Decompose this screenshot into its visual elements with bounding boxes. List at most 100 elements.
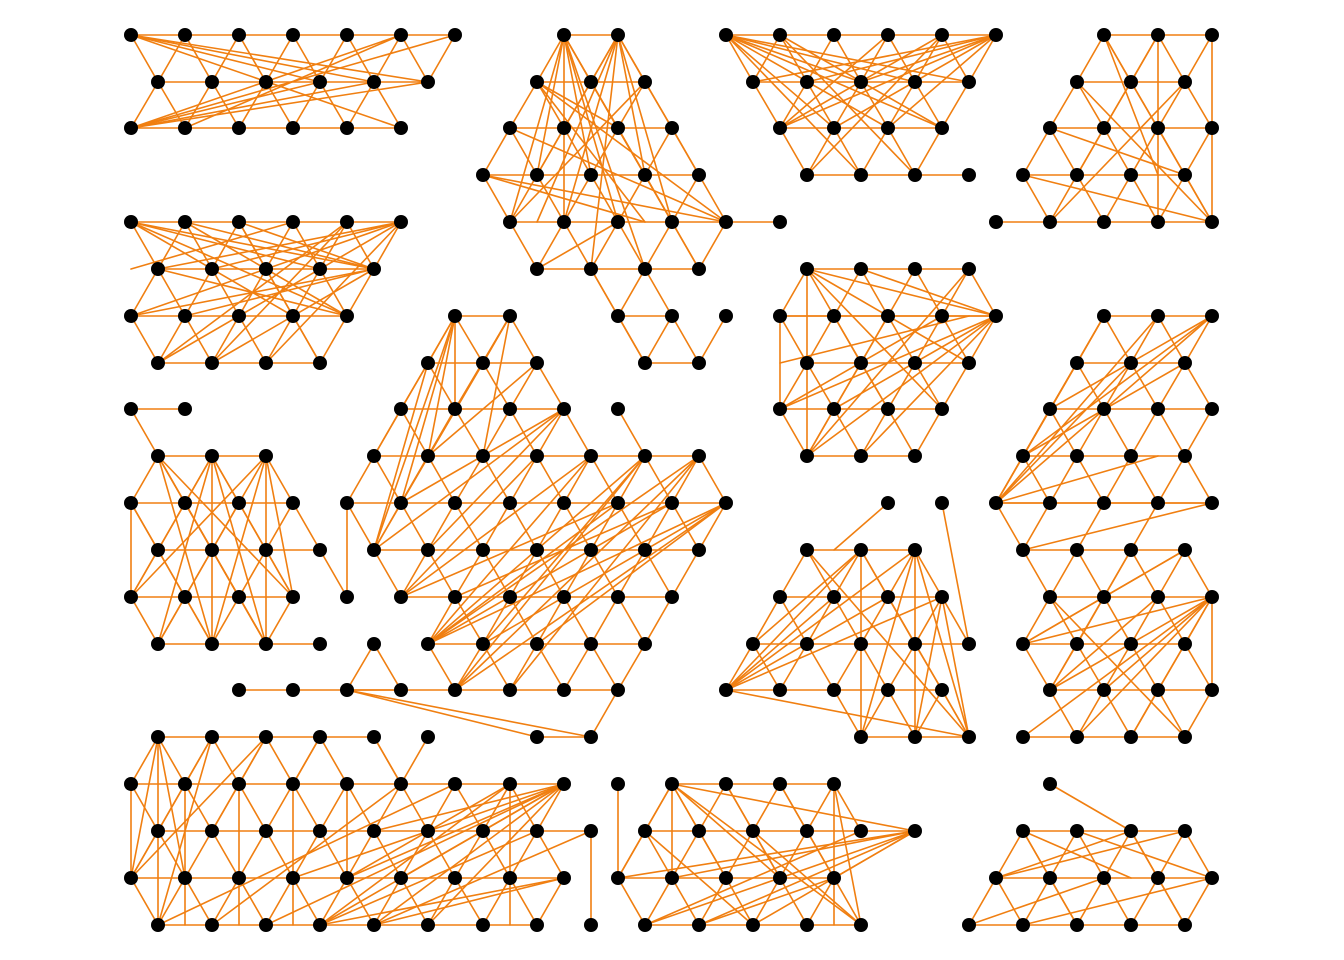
graph-node bbox=[584, 168, 598, 182]
graph-node bbox=[773, 215, 787, 229]
graph-edge bbox=[482, 549, 511, 598]
graph-node bbox=[1097, 871, 1111, 885]
graph-node bbox=[719, 28, 733, 42]
graph-node bbox=[448, 496, 462, 510]
graph-node bbox=[557, 215, 571, 229]
graph-edge bbox=[779, 549, 808, 598]
graph-node bbox=[827, 590, 841, 604]
graph-edge bbox=[644, 127, 673, 176]
graph-node bbox=[476, 637, 490, 651]
graph-node bbox=[1097, 121, 1111, 135]
graph-edge bbox=[482, 315, 511, 457]
graph-node bbox=[151, 637, 165, 651]
graph-node bbox=[908, 824, 922, 838]
graph-edge bbox=[1184, 81, 1213, 129]
graph-edge bbox=[1103, 315, 1132, 364]
graph-node bbox=[232, 590, 246, 604]
graph-edge bbox=[698, 221, 727, 270]
graph-edge bbox=[427, 362, 538, 457]
graph-edge bbox=[292, 877, 321, 926]
graph-node bbox=[854, 262, 868, 276]
graph-node bbox=[962, 168, 976, 182]
graph-node bbox=[611, 496, 625, 510]
graph-node bbox=[908, 730, 922, 744]
graph-edge bbox=[1022, 596, 1213, 645]
graph-node bbox=[178, 402, 192, 416]
graph-edge bbox=[914, 596, 943, 645]
graph-edge bbox=[130, 877, 159, 926]
graph-node bbox=[638, 449, 652, 463]
graph-node bbox=[448, 28, 462, 42]
graph-edge bbox=[1157, 408, 1186, 457]
graph-edge bbox=[941, 362, 970, 410]
graph-node bbox=[205, 449, 219, 463]
graph-edge bbox=[536, 362, 565, 410]
graph-node bbox=[827, 121, 841, 135]
graph-node bbox=[340, 496, 354, 510]
graph-node bbox=[205, 730, 219, 744]
graph-edge bbox=[752, 34, 997, 83]
graph-node bbox=[962, 918, 976, 932]
graph-edge bbox=[806, 877, 835, 926]
graph-node bbox=[1016, 449, 1030, 463]
graph-node bbox=[584, 449, 598, 463]
graph-edge bbox=[1103, 830, 1132, 879]
graph-node bbox=[503, 496, 517, 510]
graph-edge bbox=[1157, 34, 1186, 83]
graph-node bbox=[1205, 683, 1219, 697]
graph-edge bbox=[995, 502, 1024, 551]
graph-edge bbox=[887, 34, 997, 129]
graph-node bbox=[178, 590, 192, 604]
graph-edge bbox=[346, 268, 375, 317]
graph-node bbox=[611, 871, 625, 885]
graph-edge bbox=[482, 643, 511, 691]
graph-edge bbox=[914, 81, 943, 129]
graph-edge bbox=[373, 830, 592, 926]
graph-edge bbox=[346, 783, 565, 879]
graph-edge bbox=[752, 549, 862, 645]
graph-node bbox=[421, 730, 435, 744]
graph-node bbox=[448, 683, 462, 697]
graph-node bbox=[151, 730, 165, 744]
graph-edge bbox=[725, 34, 754, 83]
graph-node bbox=[178, 215, 192, 229]
graph-node bbox=[557, 402, 571, 416]
graph-edge bbox=[319, 877, 348, 926]
graph-edge bbox=[509, 127, 727, 223]
graph-edge bbox=[671, 830, 700, 879]
graph-edge bbox=[346, 689, 538, 738]
graph-node bbox=[1124, 637, 1138, 651]
graph-node bbox=[638, 356, 652, 370]
graph-edge bbox=[346, 502, 375, 551]
graph-node bbox=[286, 496, 300, 510]
graph-edge bbox=[238, 455, 267, 504]
graph-node bbox=[124, 402, 138, 416]
graph-edge bbox=[373, 643, 402, 691]
graph-node bbox=[1043, 871, 1057, 885]
graph-edge bbox=[1103, 34, 1159, 176]
graph-edge bbox=[130, 34, 429, 83]
graph-node bbox=[1124, 168, 1138, 182]
graph-edge bbox=[671, 549, 700, 598]
graph-node bbox=[394, 777, 408, 791]
graph-node bbox=[746, 824, 760, 838]
graph-edge bbox=[725, 549, 862, 691]
graph-edge bbox=[427, 502, 673, 645]
graph-node bbox=[394, 28, 408, 42]
graph-edge bbox=[238, 877, 267, 926]
graph-node bbox=[1124, 75, 1138, 89]
graph-node bbox=[421, 637, 435, 651]
graph-edge bbox=[346, 81, 375, 129]
graph-edge bbox=[130, 455, 159, 504]
graph-edge bbox=[130, 315, 159, 364]
graph-edge bbox=[400, 315, 456, 504]
graph-edge bbox=[427, 502, 619, 645]
graph-edge bbox=[130, 34, 375, 83]
graph-node bbox=[340, 28, 354, 42]
graph-edge bbox=[563, 455, 592, 504]
graph-node bbox=[1097, 683, 1111, 697]
graph-node bbox=[421, 75, 435, 89]
graph-edge bbox=[1184, 408, 1213, 457]
graph-node bbox=[124, 28, 138, 42]
graph-node bbox=[367, 543, 381, 557]
